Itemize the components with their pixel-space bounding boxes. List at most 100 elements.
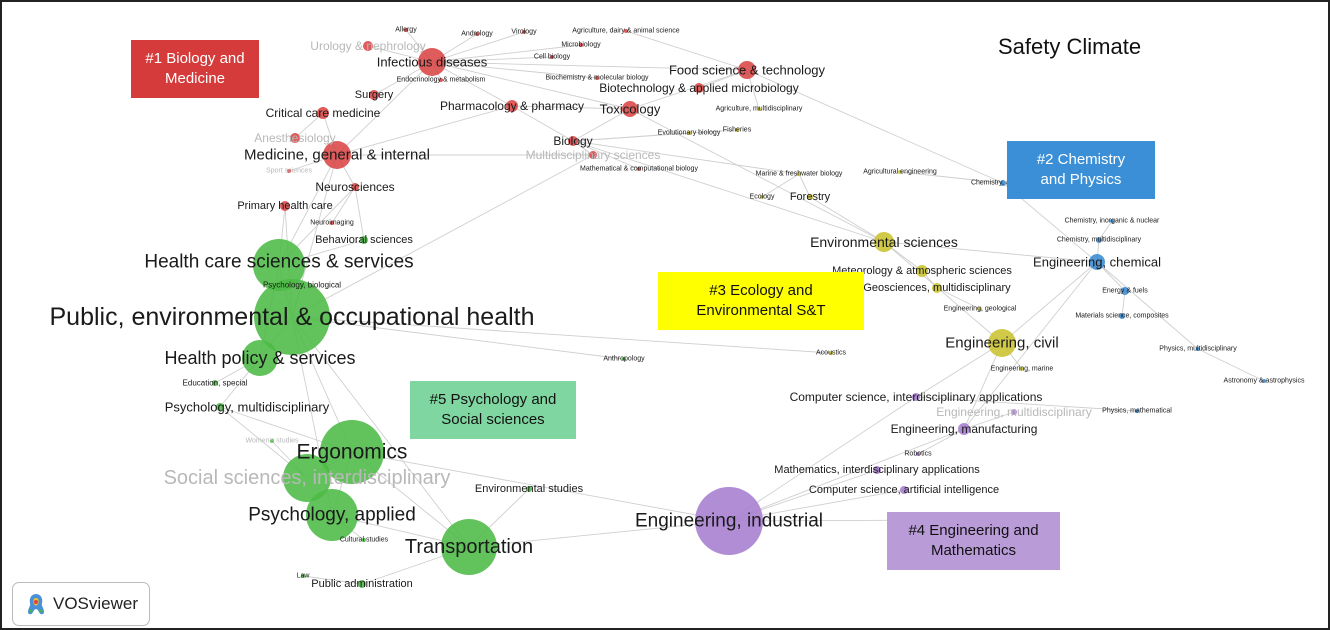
node-public-environmental-occupational-health[interactable] bbox=[254, 279, 330, 355]
node-mathematical-computational-biology[interactable] bbox=[637, 167, 641, 171]
node-neurosciences[interactable] bbox=[351, 183, 359, 191]
node-label: Engineering, multidisciplinary bbox=[936, 405, 1091, 419]
node-chemistry-inorganic-nuclear[interactable] bbox=[1110, 219, 1114, 223]
network-edge bbox=[431, 61, 748, 71]
node-computer-science-artificial-intelligence[interactable] bbox=[900, 486, 908, 494]
node-psychology-multidisciplinary[interactable] bbox=[216, 403, 224, 411]
node-ecology[interactable] bbox=[760, 195, 764, 199]
node-label: Forestry bbox=[790, 191, 831, 203]
node-engineering-chemical[interactable] bbox=[1089, 254, 1105, 270]
node-education-special[interactable] bbox=[212, 380, 218, 386]
node-physics-multidisciplinary[interactable] bbox=[1196, 347, 1200, 351]
vosviewer-label: VOSviewer bbox=[53, 594, 139, 613]
node-medicine-general-internal[interactable] bbox=[323, 141, 351, 169]
node-microbiology[interactable] bbox=[579, 43, 583, 47]
node-chemistry-analytical[interactable] bbox=[1000, 180, 1006, 186]
node-robotics[interactable] bbox=[916, 452, 920, 456]
node-pharmacology-pharmacy[interactable] bbox=[506, 100, 518, 112]
network-edge bbox=[572, 108, 631, 142]
network-edge bbox=[915, 342, 1003, 398]
node-women-s-studies[interactable] bbox=[270, 439, 274, 443]
node-urology-nephrology[interactable] bbox=[363, 41, 373, 51]
network-edge bbox=[331, 186, 356, 224]
network-edge bbox=[431, 61, 631, 110]
node-label: Fisheries bbox=[723, 127, 752, 134]
node-andrology[interactable] bbox=[475, 32, 479, 36]
node-label: Transportation bbox=[405, 536, 533, 558]
node-behavioral-sciences[interactable] bbox=[360, 236, 368, 244]
node-infectious-diseases[interactable] bbox=[418, 48, 446, 76]
node-meteorology-atmospheric-sciences[interactable] bbox=[916, 265, 928, 277]
node-surgery[interactable] bbox=[369, 90, 379, 100]
node-label: Allergy bbox=[395, 27, 417, 34]
node-mathematics-interdisciplinary-applications[interactable] bbox=[873, 466, 881, 474]
node-virology[interactable] bbox=[522, 30, 526, 34]
node-public-administration[interactable] bbox=[358, 580, 366, 588]
node-geosciences-multidisciplinary[interactable] bbox=[932, 283, 942, 293]
node-label: Critical care medicine bbox=[266, 106, 381, 120]
node-label: Geosciences, multidisciplinary bbox=[863, 282, 1011, 294]
node-endocrinology-metabolism[interactable] bbox=[439, 78, 443, 82]
node-engineering-marine[interactable] bbox=[1020, 367, 1024, 371]
node-engineering-multidisciplinary[interactable] bbox=[1011, 409, 1017, 415]
node-computer-science-interdisciplinary-applications[interactable] bbox=[912, 393, 920, 401]
node-allergy[interactable] bbox=[404, 28, 408, 32]
node-ergonomics[interactable] bbox=[320, 420, 384, 484]
node-anthropology[interactable] bbox=[622, 357, 626, 361]
node-food-science-technology[interactable] bbox=[738, 61, 756, 79]
network-edge bbox=[572, 140, 885, 243]
node-environmental-studies[interactable] bbox=[526, 486, 532, 492]
node-agriculture-dairy-animal-science[interactable] bbox=[624, 29, 628, 33]
node-label: Robotics bbox=[904, 451, 932, 458]
node-critical-care-medicine[interactable] bbox=[317, 107, 329, 119]
node-biology[interactable] bbox=[568, 136, 578, 146]
node-chemistry-multidisciplinary[interactable] bbox=[1096, 237, 1102, 243]
node-neuroimaging[interactable] bbox=[330, 221, 334, 225]
node-label: Environmental studies bbox=[475, 483, 584, 495]
node-astronomy-astrophysics[interactable] bbox=[1262, 379, 1266, 383]
node-health-policy-services[interactable] bbox=[242, 340, 278, 376]
node-label: Energy & fuels bbox=[1102, 288, 1148, 295]
node-materials-science-composites[interactable] bbox=[1119, 313, 1125, 319]
cluster-label-ecology-environmental: #3 Ecology and Environmental S&T bbox=[658, 272, 864, 330]
node-cultural-studies[interactable] bbox=[362, 538, 366, 542]
node-label: Neurosciences bbox=[315, 180, 394, 194]
node-multidisciplinary-sciences[interactable] bbox=[589, 151, 597, 159]
node-psychology-biological[interactable] bbox=[299, 282, 305, 288]
node-biochemistry-molecular-biology[interactable] bbox=[595, 76, 599, 80]
node-label: Computer science, interdisciplinary appl… bbox=[790, 390, 1043, 404]
node-biotechnology-applied-microbiology[interactable] bbox=[694, 83, 704, 93]
node-engineering-civil[interactable] bbox=[988, 329, 1016, 357]
node-primary-health-care[interactable] bbox=[280, 201, 290, 211]
network-edge bbox=[963, 342, 1003, 430]
node-label: Ergonomics bbox=[297, 441, 408, 464]
node-evolutionary-biology[interactable] bbox=[687, 131, 691, 135]
node-social-sciences-interdisciplinary[interactable] bbox=[283, 454, 331, 502]
node-forestry[interactable] bbox=[807, 194, 813, 200]
node-sport-sciences[interactable] bbox=[287, 169, 291, 173]
node-environmental-sciences[interactable] bbox=[874, 232, 894, 252]
node-engineering-manufacturing[interactable] bbox=[958, 423, 970, 435]
node-agriculture-multidisciplinary[interactable] bbox=[757, 107, 761, 111]
network-edge bbox=[1098, 220, 1113, 241]
node-psychology-applied[interactable] bbox=[306, 489, 358, 541]
node-acoustics[interactable] bbox=[829, 351, 833, 355]
node-energy-fuels[interactable] bbox=[1121, 287, 1129, 295]
cluster-label-engineering-mathematics: #4 Engineering and Mathematics bbox=[887, 512, 1060, 570]
node-cell-biology[interactable] bbox=[550, 55, 554, 59]
node-engineering-geological[interactable] bbox=[978, 307, 982, 311]
node-health-care-sciences-services[interactable] bbox=[253, 239, 305, 291]
node-label: Biotechnology & applied microbiology bbox=[599, 81, 798, 95]
node-label: Materials science, composites bbox=[1075, 313, 1169, 320]
node-physics-mathematical[interactable] bbox=[1135, 409, 1139, 413]
vosviewer-badge[interactable]: VOSviewer bbox=[12, 582, 150, 626]
node-agricultural-engineering[interactable] bbox=[898, 170, 902, 174]
node-law[interactable] bbox=[301, 574, 305, 578]
node-transportation[interactable] bbox=[441, 519, 497, 575]
map-title: Safety Climate bbox=[998, 34, 1142, 59]
node-fisheries[interactable] bbox=[735, 128, 739, 132]
node-engineering-industrial[interactable] bbox=[695, 487, 763, 555]
node-toxicology[interactable] bbox=[622, 101, 638, 117]
node-anesthesiology[interactable] bbox=[290, 133, 300, 143]
node-marine-freshwater-biology[interactable] bbox=[797, 172, 801, 176]
